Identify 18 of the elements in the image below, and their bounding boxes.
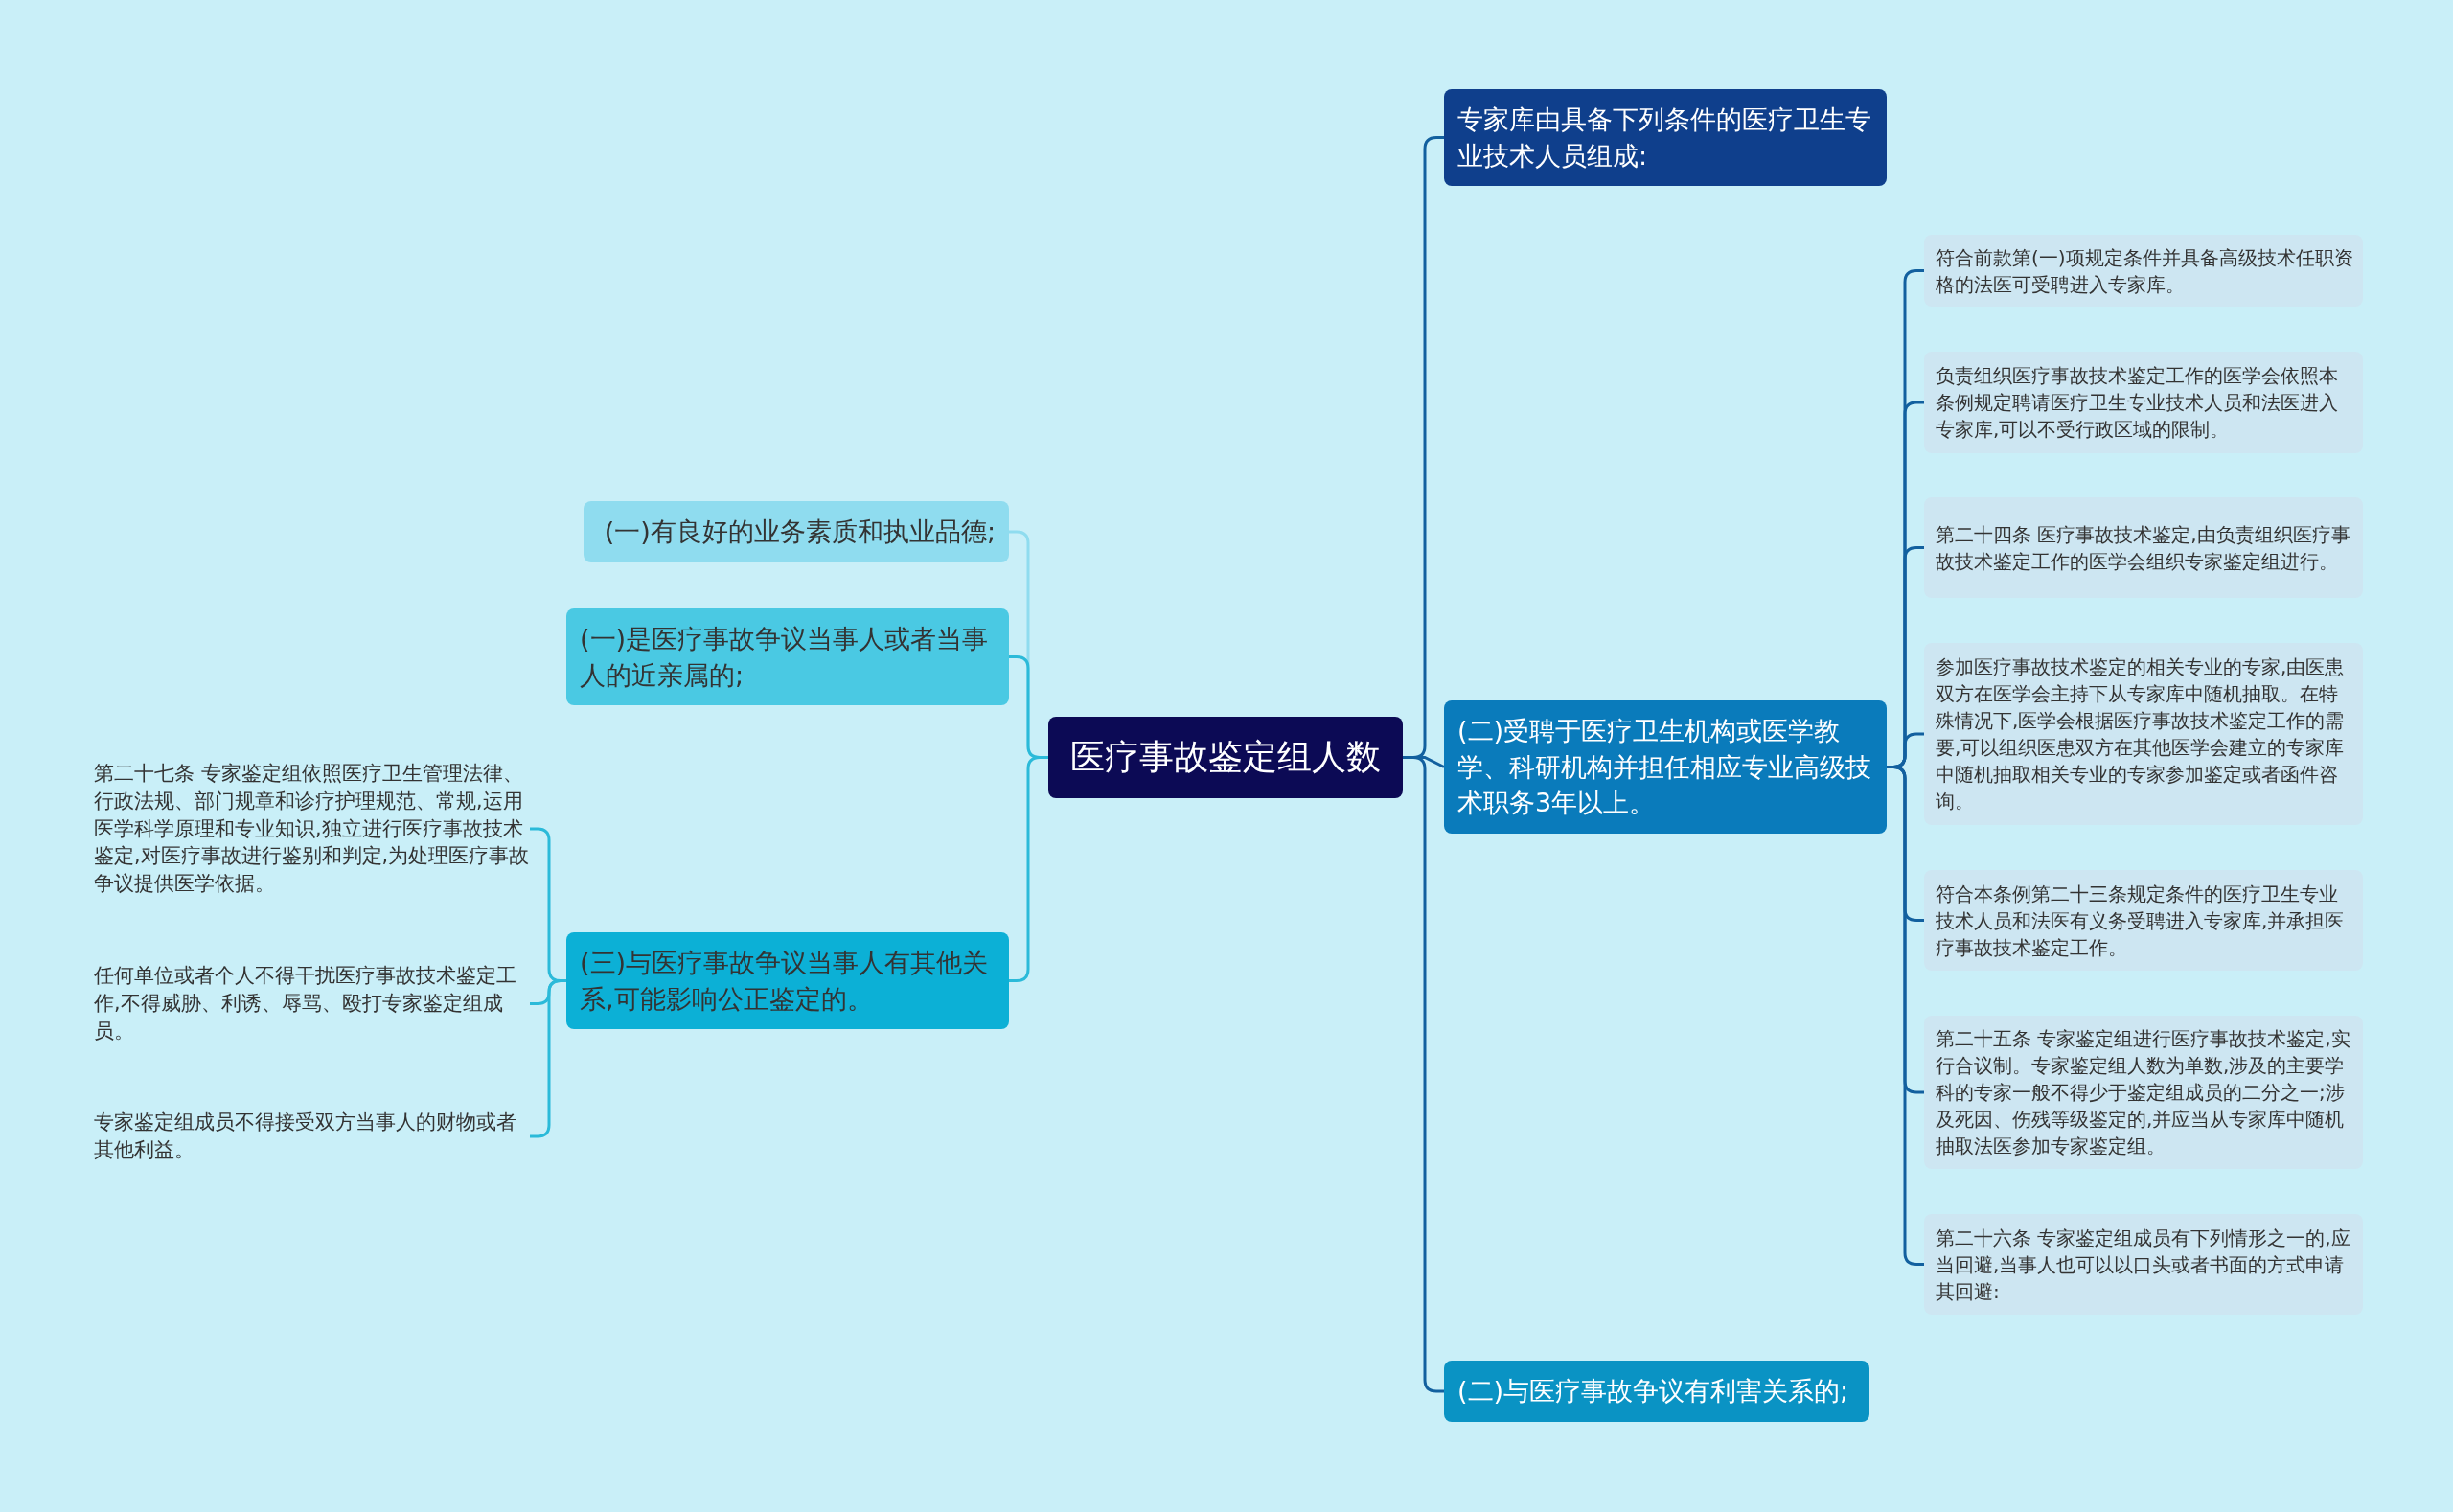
topic-box: (一)是医疗事故争议当事人或者当事人的近亲属的;	[566, 608, 1009, 705]
note-text: 任何单位或者个人不得干扰医疗事故技术鉴定工作,不得威胁、利诱、辱骂、殴打专家鉴定组成员。	[94, 958, 530, 1049]
subtopic-box: 第二十六条 专家鉴定组成员有下列情形之一的,应当回避,当事人也可以以口头或者书面的方式申请其回避:	[1924, 1214, 2363, 1315]
connector-line	[1009, 756, 1048, 982]
topic-box: (三)与医疗事故争议当事人有其他关系,可能影响公正鉴定的。	[566, 932, 1009, 1029]
subtopic-box: 第二十四条 医疗事故技术鉴定,由负责组织医疗事故技术鉴定工作的医学会组织专家鉴定组进行。	[1924, 497, 2363, 598]
note-text: 第二十七条 专家鉴定组依照医疗卫生管理法律、行政法规、部门规章和诊疗护理规范、常规,运用医学科学原理和专业知识,独立进行医疗事故技术鉴定,对医疗事故进行鉴别和判定,为处理医疗事故争议提供医学依据。	[94, 757, 530, 901]
topic-box: (二)受聘于医疗卫生机构或医学教学、科研机构并担任相应专业高级技术职务3年以上。	[1444, 700, 1887, 834]
note-text: 专家鉴定组成员不得接受双方当事人的财物或者其他利益。	[94, 1106, 530, 1167]
subtopic-box: 符合本条例第二十三条规定条件的医疗卫生专业技术人员和法医有义务受聘进入专家库,并承担医疗事故技术鉴定工作。	[1924, 870, 2363, 971]
topic-box: (一)有良好的业务素质和执业品德;	[584, 501, 1009, 562]
subtopic-box: 参加医疗事故技术鉴定的相关专业的专家,由医患双方在医学会主持下从专家库中随机抽取。在特殊情况下,医学会根据医疗事故技术鉴定工作的需要,可以组织医患双方在其他医学会建立的专家库中随机抽取相关专业的专家参加鉴定或者函件咨询。	[1924, 643, 2363, 825]
topic-box: 专家库由具备下列条件的医疗卫生专业技术人员组成:	[1444, 89, 1887, 186]
subtopic-box: 负责组织医疗事故技术鉴定工作的医学会依照本条例规定聘请医疗卫生专业技术人员和法医进入专家库,可以不受行政区域的限制。	[1924, 352, 2363, 453]
topic-box: (二)与医疗事故争议有利害关系的;	[1444, 1361, 1869, 1422]
subtopic-box: 符合前款第(一)项规定条件并具备高级技术任职资格的法医可受聘进入专家库。	[1924, 235, 2363, 307]
subtopic-box: 第二十五条 专家鉴定组进行医疗事故技术鉴定,实行合议制。专家鉴定组人数为单数,涉及的主要学科的专家一般不得少于鉴定组成员的二分之一;涉及死因、伤残等级鉴定的,并应当从专家库中随机抽取法医参加专家鉴定组。	[1924, 1016, 2363, 1169]
central-topic-box: 医疗事故鉴定组人数	[1048, 717, 1403, 798]
